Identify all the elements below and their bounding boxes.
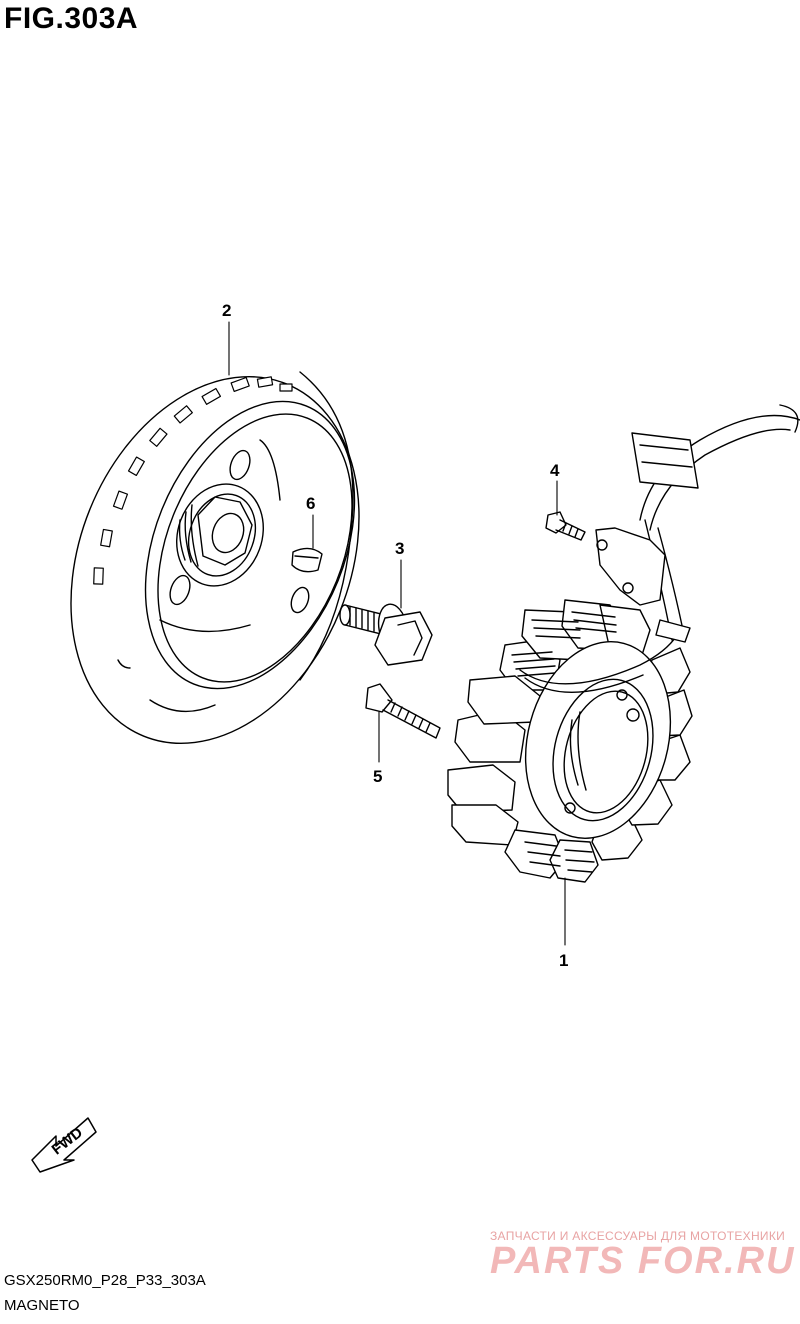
clamp-screw-part	[545, 511, 586, 541]
watermark-logo: PARTS FOR.RU	[490, 1240, 796, 1282]
callout-2: 2	[222, 301, 231, 320]
fwd-arrow-icon	[31, 1117, 97, 1173]
callout-5: 5	[373, 767, 382, 786]
rotor-part	[70, 371, 360, 744]
figure-title: FIG.303A	[4, 2, 139, 35]
stator-screw-part	[365, 683, 441, 739]
figure-code: GSX250RM0_P28_P33_303A	[4, 1272, 206, 1289]
callout-1: 1	[559, 951, 568, 970]
callout-6: 6	[306, 494, 315, 513]
stator-part	[447, 404, 800, 883]
watermark-tagline: ЗАПЧАСТИ И АКСЕССУАРЫ ДЛЯ МОТОТЕХНИКИ	[490, 1229, 786, 1243]
callout-4: 4	[550, 461, 560, 480]
woodruff-key-part	[291, 547, 323, 573]
callout-3: 3	[395, 539, 404, 558]
rotor-bolt-part	[339, 603, 433, 666]
figure-name: MAGNETO	[4, 1297, 80, 1314]
